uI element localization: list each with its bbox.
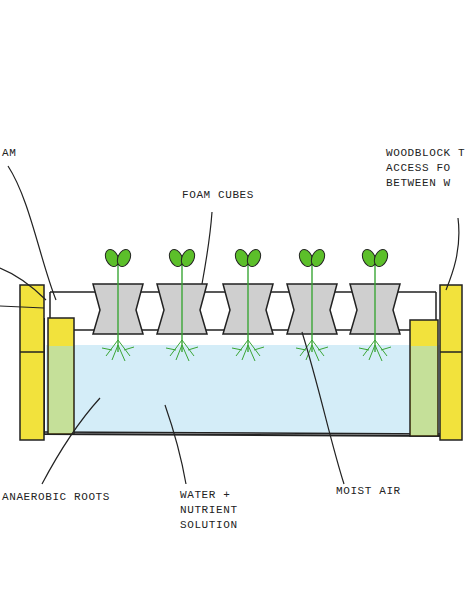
plant-stem [181,262,182,352]
plant-row [93,247,400,361]
leader-lines [0,166,459,484]
plant-stem [117,262,118,352]
woodblock-joint [440,351,462,353]
woodblock [48,318,74,434]
callout-label: FOAM CUBES [182,188,272,203]
callout-label: ANAEROBIC ROOTS [2,490,132,505]
leaf [372,247,390,268]
plant [157,247,207,361]
leaf [179,247,197,268]
leaf [245,247,263,268]
leader-line [446,218,459,290]
leader-line [0,306,44,308]
tank-outline [44,318,444,436]
leader-line [302,332,344,484]
roots [166,340,198,361]
leaf [115,247,133,268]
plant [223,247,273,361]
leader-line [202,212,212,284]
plant-stem [247,262,248,352]
roots [359,340,391,361]
woodblock [410,320,438,436]
leader-line [8,166,56,300]
callout-label: MOIST AIR [336,484,426,499]
woodblock [440,285,462,440]
woodblock-joint [20,351,44,353]
leaf [309,247,327,268]
callout-label: AM [2,146,32,161]
roots [296,340,328,361]
plant [287,247,337,361]
tank-bottom [44,432,444,434]
water-fill [46,345,442,433]
leader-line [42,398,100,484]
plant-stem [374,262,375,352]
callout-label: WOODBLOCK T ACCESS FO BETWEEN W [386,146,466,191]
plant [350,247,400,361]
woodblock-wet [411,346,437,435]
plant [93,247,143,361]
callout-label: WATER + NUTRIENT SOLUTION [180,488,250,533]
leader-line [165,405,186,484]
leader-line [0,268,46,300]
roots [232,340,264,361]
woodblock-wet [49,346,73,433]
roots [102,340,134,361]
plant-stem [311,262,312,352]
